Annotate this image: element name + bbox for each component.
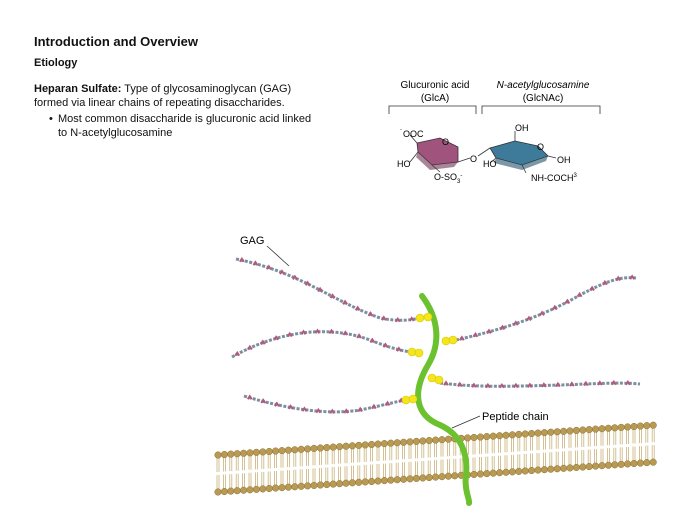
glcNAc-bracket bbox=[481, 105, 601, 114]
oh-right: OH bbox=[557, 155, 571, 165]
nh-cocH3-group: NH-COCH3 bbox=[531, 173, 578, 183]
term-heparan-sulfate: Heparan Sulfate: bbox=[34, 83, 122, 95]
gag-chain-3 bbox=[231, 330, 415, 359]
gag-chain-1 bbox=[235, 257, 421, 322]
gag-sugar-accents bbox=[234, 256, 635, 414]
glcNAc-ring bbox=[489, 131, 557, 174]
peptide-leader-line bbox=[451, 415, 481, 429]
peptide-chain bbox=[415, 293, 473, 506]
glcNAc-ho: HO bbox=[483, 159, 497, 169]
glcA-ho: HO bbox=[397, 159, 411, 169]
glcNAc-abbr: (GlcNAc) bbox=[523, 93, 564, 104]
gag-chain-5 bbox=[243, 394, 406, 414]
gag-leader-line bbox=[266, 245, 290, 267]
coo-charge: - bbox=[400, 127, 402, 133]
glcA-abbr: (GlcA) bbox=[421, 93, 449, 104]
cell-membrane bbox=[214, 421, 657, 496]
glycosidic-bond bbox=[477, 147, 491, 157]
oso3-group: O-SO3- bbox=[434, 172, 462, 185]
gag-chain-4 bbox=[439, 381, 641, 388]
oh-top: OH bbox=[515, 123, 529, 133]
glycosidic-oxygen: O bbox=[470, 154, 477, 164]
glcNAc-label: N-acetylglucosamine bbox=[497, 80, 590, 91]
glcA-ring bbox=[409, 134, 471, 173]
gag-label: GAG bbox=[240, 235, 264, 247]
coo-group: OOC bbox=[403, 129, 424, 139]
bullet-dot: • bbox=[49, 113, 53, 125]
glcA-bracket bbox=[388, 105, 477, 114]
bullet-text: Most common disaccharide is glucuronic a… bbox=[58, 113, 312, 139]
glcA-label: Glucuronic acid bbox=[401, 80, 470, 91]
subsection-title: Etiology bbox=[34, 57, 78, 69]
bullet-item: • Most common disaccharide is glucuronic… bbox=[49, 112, 318, 140]
section-title: Introduction and Overview bbox=[34, 34, 198, 49]
linker-region bbox=[401, 312, 458, 405]
definition-text: Type of glycosaminoglycan (GAG) formed v… bbox=[34, 83, 292, 109]
glcNAc-ring-oxygen: O bbox=[537, 142, 544, 152]
glcA-ring-oxygen: O bbox=[442, 137, 449, 147]
definition-paragraph: Heparan Sulfate: Type of glycosaminoglyc… bbox=[34, 82, 324, 110]
peptide-chain-label: Peptide chain bbox=[482, 411, 549, 423]
gag-chain-2 bbox=[455, 276, 637, 342]
